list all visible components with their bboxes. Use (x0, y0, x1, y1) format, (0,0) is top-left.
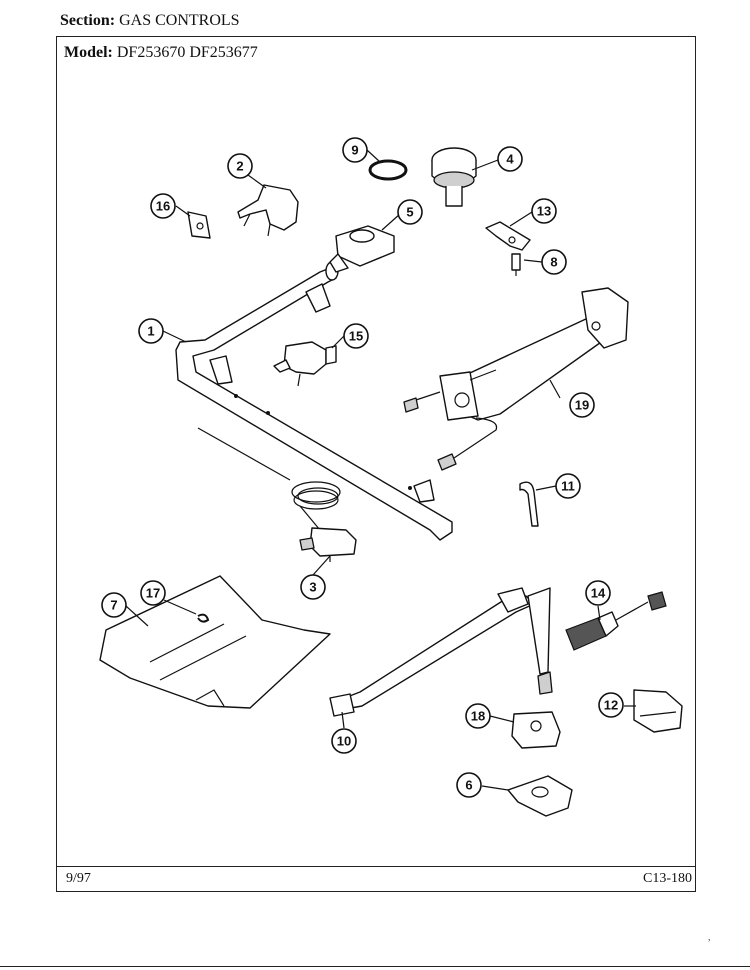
heat-shield-part (99, 575, 331, 709)
callout-15: 15 (343, 323, 369, 349)
callout-3: 3 (300, 574, 326, 600)
callout-10-label: 10 (337, 734, 351, 749)
igniter-bracket-part (403, 287, 629, 471)
callout-13: 13 (531, 198, 557, 224)
bracket-part (485, 221, 531, 251)
callout-5-label: 5 (406, 205, 413, 220)
model-label: Model: (64, 44, 113, 61)
callout-8-label: 8 (550, 255, 557, 270)
callout-18: 18 (465, 703, 491, 729)
leader-lines (125, 149, 636, 791)
hose-part (519, 481, 539, 527)
gas-valve-part (273, 341, 337, 387)
page-id: C13-180 (643, 871, 692, 886)
callout-6-label: 6 (465, 778, 472, 793)
callout-13-label: 13 (537, 204, 551, 219)
footer-rule (56, 866, 696, 867)
callout-12-label: 12 (604, 698, 618, 713)
diagram-frame (56, 36, 696, 892)
bottom-rule (0, 966, 750, 967)
o-ring-part (368, 159, 408, 181)
burner-valve-part (237, 184, 299, 237)
callout-11-label: 11 (561, 479, 575, 494)
callout-16: 16 (150, 193, 176, 219)
mounting-bracket-part (507, 775, 573, 817)
callout-10: 10 (331, 728, 357, 754)
switch-part (511, 711, 561, 749)
callout-2-label: 2 (236, 159, 243, 174)
manifold-pipe (175, 261, 453, 541)
callout-16-label: 16 (156, 199, 170, 214)
section-label: Section: (60, 12, 116, 29)
screw-part (511, 253, 521, 276)
callout-4-label: 4 (506, 152, 514, 167)
section-value: GAS CONTROLS (119, 12, 240, 29)
section-title: Section: GAS CONTROLS (60, 12, 240, 30)
model-line: Model: DF253670 DF253677 (64, 44, 258, 62)
callout-19-label: 19 (575, 398, 589, 413)
callout-6: 6 (456, 772, 482, 798)
revision-date: 9/97 (66, 871, 91, 886)
burner-tube-part (329, 587, 553, 717)
callout-12: 12 (598, 692, 624, 718)
callout-17: 17 (140, 580, 166, 606)
callout-7: 7 (101, 592, 127, 618)
callout-1: 1 (138, 318, 164, 344)
callout-5: 5 (397, 199, 423, 225)
callout-9: 9 (342, 137, 368, 163)
callout-11: 11 (555, 473, 581, 499)
callout-18-label: 18 (471, 709, 485, 724)
stray-mark: , (708, 932, 711, 943)
callout-19: 19 (569, 392, 595, 418)
bracket-clip-part (187, 211, 211, 239)
igniter-cable-part (565, 591, 667, 651)
callout-14-label: 14 (591, 586, 606, 601)
callout-8: 8 (541, 249, 567, 275)
burner-cap-part (431, 147, 477, 207)
callout-3-label: 3 (309, 580, 316, 595)
callout-4: 4 (497, 146, 523, 172)
callout-1-label: 1 (147, 324, 154, 339)
thermostat-part (197, 427, 357, 562)
callout-2: 2 (227, 153, 253, 179)
callout-7-label: 7 (110, 598, 117, 613)
pressure-regulator-part (329, 225, 395, 273)
callout-14: 14 (585, 580, 611, 606)
model-value: DF253670 DF253677 (116, 44, 258, 61)
callout-17-label: 17 (146, 586, 160, 601)
clip-part (197, 613, 210, 623)
callout-15-label: 15 (349, 329, 363, 344)
callout-9-label: 9 (351, 143, 358, 158)
spark-module-part (633, 689, 683, 733)
